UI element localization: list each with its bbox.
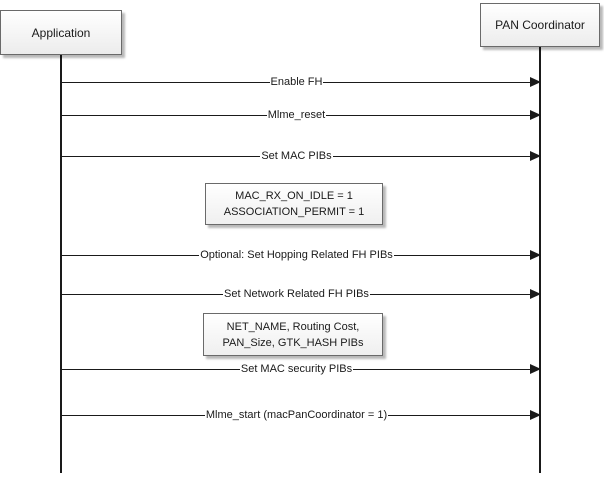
message-mlme-reset: Mlme_reset [61,108,541,122]
arrowhead-icon [530,364,541,374]
arrowhead-icon [530,410,541,420]
note-line: NET_NAME, Routing Cost, [226,320,360,333]
pan-coordinator-actor-label: PAN Coordinator [495,18,585,32]
message-mlme-start: Mlme_start (macPanCoordinator = 1) [61,408,541,422]
message-label: Mlme_start (macPanCoordinator = 1) [204,409,389,421]
note-line: PAN_Size, GTK_HASH PIBs [222,336,364,349]
message-label: Set MAC security PIBs [239,363,354,375]
message-label: Optional: Set Hopping Related FH PIBs [199,249,394,261]
pan-coordinator-actor: PAN Coordinator [480,3,600,47]
message-label: Mlme_reset [266,109,327,121]
application-actor: Application [0,10,122,55]
note-mac-settings: MAC_RX_ON_IDLE = 1 ASSOCIATION_PERMIT = … [205,183,383,225]
arrowhead-icon [530,110,541,120]
arrowhead-icon [530,289,541,299]
pan-coordinator-lifeline [539,47,541,473]
message-label: Enable FH [269,76,324,88]
message-enable-fh: Enable FH [61,75,541,89]
arrowhead-icon [530,77,541,87]
message-set-mac-pibs: Set MAC PIBs [61,149,541,163]
note-line: MAC_RX_ON_IDLE = 1 [235,190,353,202]
application-actor-label: Application [31,25,91,40]
message-network-fh-pibs: Set Network Related FH PIBs [61,287,541,301]
application-lifeline [60,55,62,473]
message-label: Set MAC PIBs [260,150,333,162]
message-set-mac-security-pibs: Set MAC security PIBs [61,362,541,376]
note-line: ASSOCIATION_PERMIT = 1 [223,206,365,218]
arrowhead-icon [530,250,541,260]
message-label: Set Network Related FH PIBs [223,288,370,300]
arrowhead-icon [530,151,541,161]
note-network-settings: NET_NAME, Routing Cost, PAN_Size, GTK_HA… [203,313,383,356]
message-optional-hopping-fh-pibs: Optional: Set Hopping Related FH PIBs [61,248,541,262]
